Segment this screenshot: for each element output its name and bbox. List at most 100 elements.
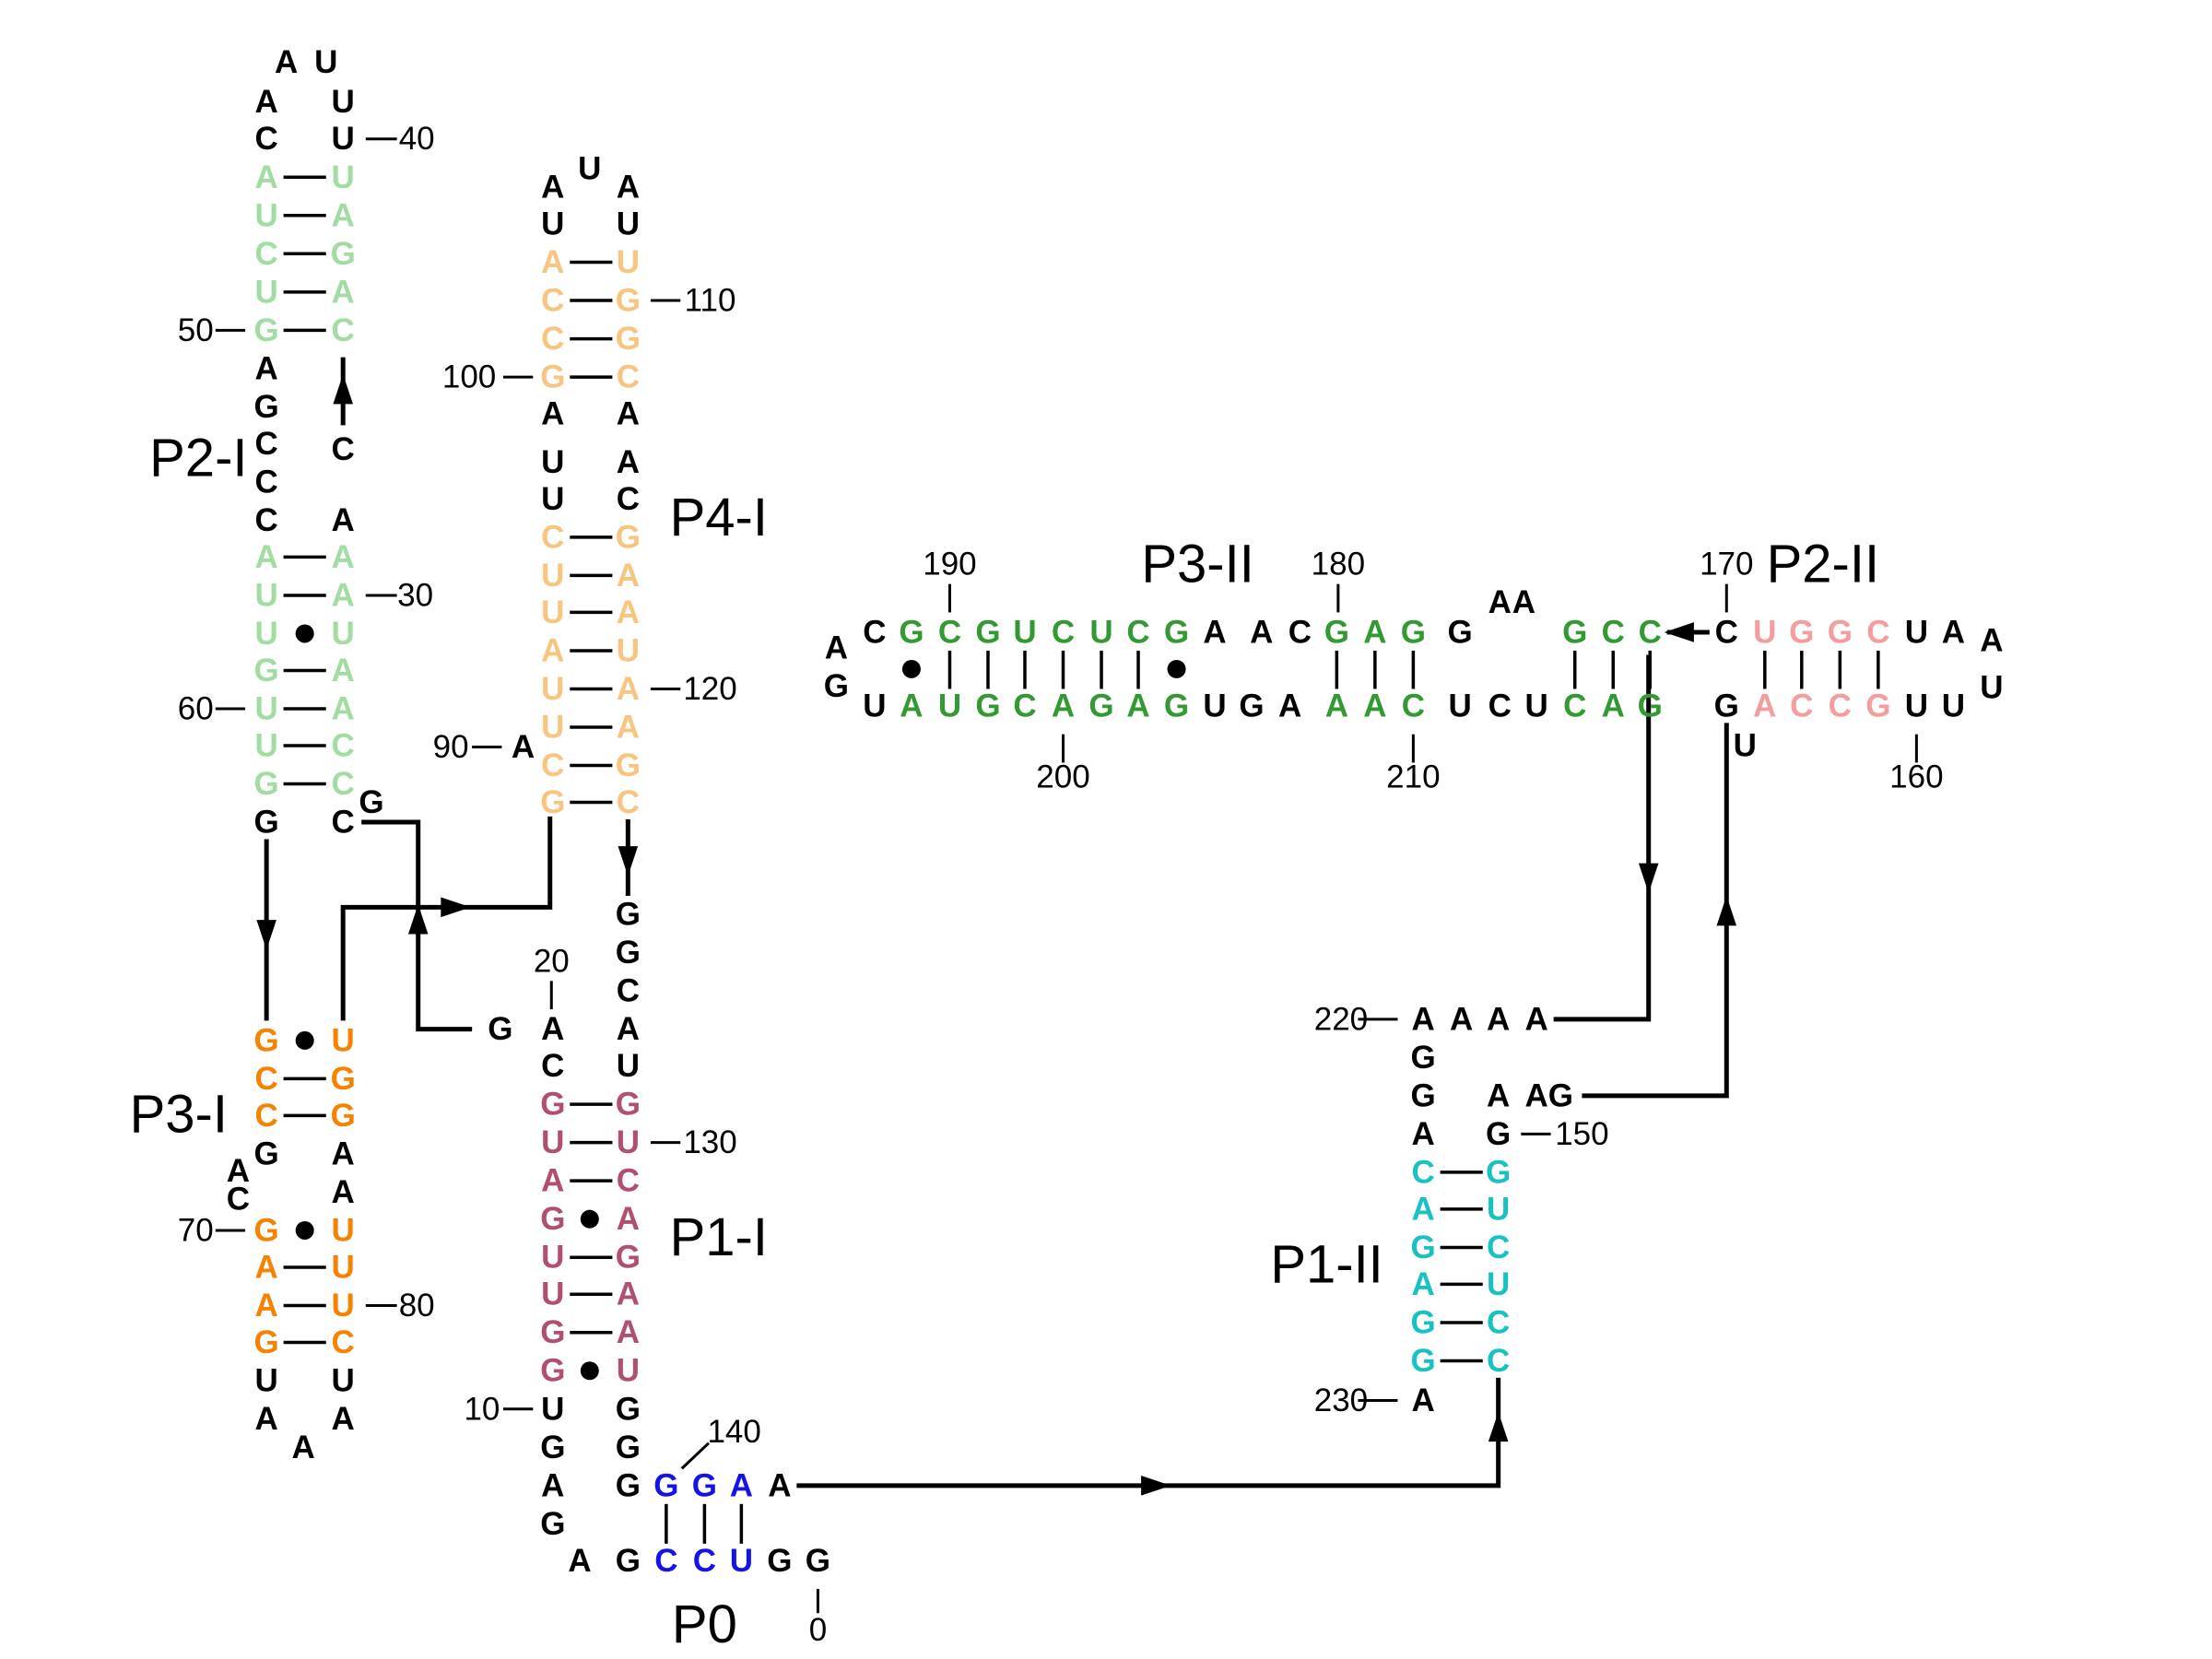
- nucleotide-p1-i: U: [617, 1353, 640, 1389]
- nucleotide-p1-ii: C: [1487, 1304, 1510, 1340]
- nucleotide-p3-i: G: [331, 1061, 356, 1097]
- nucleotide-p4-i: C: [617, 784, 640, 820]
- nucleotide-p0: G: [616, 1543, 641, 1579]
- nucleotide-p3-ii: G: [1239, 688, 1264, 724]
- nucleotide-p3-i: U: [332, 1363, 355, 1399]
- nucleotide-p4-i: G: [540, 784, 565, 820]
- nucleotide-p3-i: U: [332, 1249, 355, 1285]
- direction-arrow: [1488, 1411, 1509, 1442]
- nucleotide-p3-ii: G: [1324, 614, 1349, 650]
- nucleotide-p1-ii: A: [1412, 1266, 1435, 1302]
- region-label-p1-i: P1-I: [670, 1207, 768, 1267]
- gu-wobble-dot: [295, 624, 314, 643]
- nucleotide-p1-ii: C: [1487, 1230, 1510, 1265]
- nucleotide-p3-ii: C: [938, 614, 961, 650]
- nucleotide-p2-i: C: [255, 236, 278, 272]
- nucleotide-p3-ii: U: [1089, 614, 1112, 650]
- position-number: 220: [1314, 1001, 1368, 1037]
- nucleotide-p4-i: U: [541, 206, 564, 242]
- nucleotide-p3-ii: C: [1402, 688, 1425, 724]
- nucleotide-p1-i: A: [541, 1163, 564, 1199]
- nucleotide-p2-ii: U: [1942, 688, 1965, 724]
- nucleotide-p4-i: A: [617, 444, 640, 480]
- nucleotide-p2-ii: U: [1980, 669, 2003, 705]
- nucleotide-p1-ii: A: [1487, 1001, 1510, 1037]
- nucleotide-p0: U: [730, 1543, 753, 1579]
- nucleotide-p3-i: A: [227, 1153, 250, 1189]
- nucleotide-p4-i: C: [617, 481, 640, 517]
- nucleotide-p3-i: U: [332, 1212, 355, 1248]
- nucleotide-p1-i: A: [541, 1011, 564, 1047]
- nucleotide-p2-i: U: [255, 691, 278, 727]
- nucleotide-p3-i: A: [255, 1401, 278, 1437]
- nucleotide-p3-i: U: [255, 1363, 278, 1399]
- direction-arrow: [1638, 863, 1659, 893]
- nucleotide-p2-ii: C: [1715, 614, 1738, 650]
- nucleotide-p1-ii: A: [1525, 1001, 1548, 1037]
- nucleotide-p1-i: G: [540, 1430, 565, 1465]
- nucleotide-p3-ii: G: [975, 688, 1000, 724]
- direction-arrow: [1716, 896, 1737, 926]
- direction-arrow: [333, 374, 353, 405]
- nucleotide-p2-i: U: [332, 159, 355, 195]
- nucleotide-p3-i: C: [227, 1182, 250, 1218]
- nucleotide-p1-i: A: [617, 1277, 640, 1312]
- position-number: 160: [1889, 759, 1943, 794]
- position-number: 40: [399, 121, 435, 157]
- nucleotide-p2-i: U: [332, 616, 355, 652]
- nucleotide-p1-i: A: [568, 1543, 591, 1579]
- nucleotide-p1-ii: G: [1411, 1040, 1436, 1076]
- nucleotide-p2-i: G: [254, 766, 279, 802]
- nucleotide-p1-i: C: [617, 1163, 640, 1199]
- position-number: 10: [464, 1391, 500, 1427]
- nucleotide-p4-i: G: [540, 359, 565, 395]
- position-number: 100: [442, 359, 496, 395]
- nucleotide-p3-ii: G: [1448, 614, 1473, 650]
- nucleotide-p2-ii: G: [1714, 688, 1739, 724]
- nucleotide-p3-ii: A: [1126, 688, 1149, 724]
- nucleotide-p2-i: G: [254, 805, 279, 841]
- nucleotide-p2-ii: A: [1942, 614, 1965, 650]
- nucleotide-p3-ii: C: [1013, 688, 1036, 724]
- nucleotide-p1-ii: G: [1411, 1304, 1436, 1340]
- position-number: 70: [178, 1212, 214, 1248]
- nucleotide-p2-i: A: [332, 653, 355, 688]
- nucleotide-p1-i: G: [540, 1314, 565, 1350]
- nucleotide-p3-i: G: [331, 1098, 356, 1134]
- gu-wobble-dot: [580, 1209, 599, 1229]
- nucleotide-p3-i: G: [254, 1022, 279, 1058]
- region-label-p3-i: P3-I: [130, 1084, 228, 1144]
- nucleotide-p3-ii: G: [1638, 688, 1663, 724]
- nucleotide-p1-i: U: [541, 1277, 564, 1312]
- direction-arrow: [1664, 622, 1694, 642]
- nucleotide-p4-i: G: [616, 897, 641, 933]
- nucleotide-p1-i: G: [616, 1430, 641, 1465]
- nucleotide-p1-ii: A: [1412, 1116, 1435, 1152]
- nucleotide-p3-ii: A: [1052, 688, 1075, 724]
- position-tick: [680, 1441, 711, 1470]
- nucleotide-p1-ii: A: [1450, 1001, 1473, 1037]
- nucleotide-p4-i: G: [616, 519, 641, 555]
- nucleotide-p4-i: U: [541, 671, 564, 707]
- nucleotide-p2-ii: G: [1789, 614, 1814, 650]
- nucleotide-p3-i: A: [332, 1174, 355, 1210]
- position-number: 150: [1555, 1116, 1608, 1152]
- nucleotide-p3-ii: A: [1512, 584, 1535, 620]
- nucleotide-p3-ii: C: [863, 614, 886, 650]
- nucleotide-p3-ii: A: [1602, 688, 1625, 724]
- nucleotide-p1-i: A: [617, 1201, 640, 1237]
- nucleotide-p1-ii: G: [1411, 1230, 1436, 1265]
- nucleotide-p2-i: G: [254, 389, 279, 425]
- nucleotide-p1-i: C: [541, 1048, 564, 1084]
- position-number: 200: [1036, 759, 1089, 794]
- nucleotide-p2-i: G: [331, 236, 356, 272]
- nucleotide-p4-i: A: [617, 709, 640, 745]
- nucleotide-p1-i: G: [616, 1467, 641, 1503]
- nucleotide-p2-i: A: [255, 159, 278, 195]
- nucleotide-p2-i: C: [332, 766, 355, 802]
- nucleotide-p3-ii: A: [1363, 614, 1386, 650]
- nucleotide-p1-i: G: [540, 1201, 565, 1237]
- gu-wobble-dot: [1167, 659, 1186, 678]
- nucleotide-p1-ii: G: [1486, 1116, 1511, 1152]
